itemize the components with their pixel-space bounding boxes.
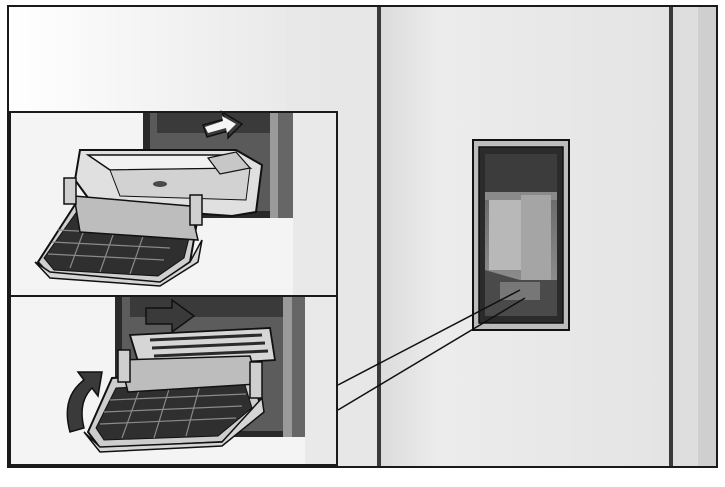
dispenser-recess bbox=[473, 140, 569, 330]
top-panel bbox=[10, 112, 337, 296]
bottom-panel bbox=[10, 297, 337, 465]
